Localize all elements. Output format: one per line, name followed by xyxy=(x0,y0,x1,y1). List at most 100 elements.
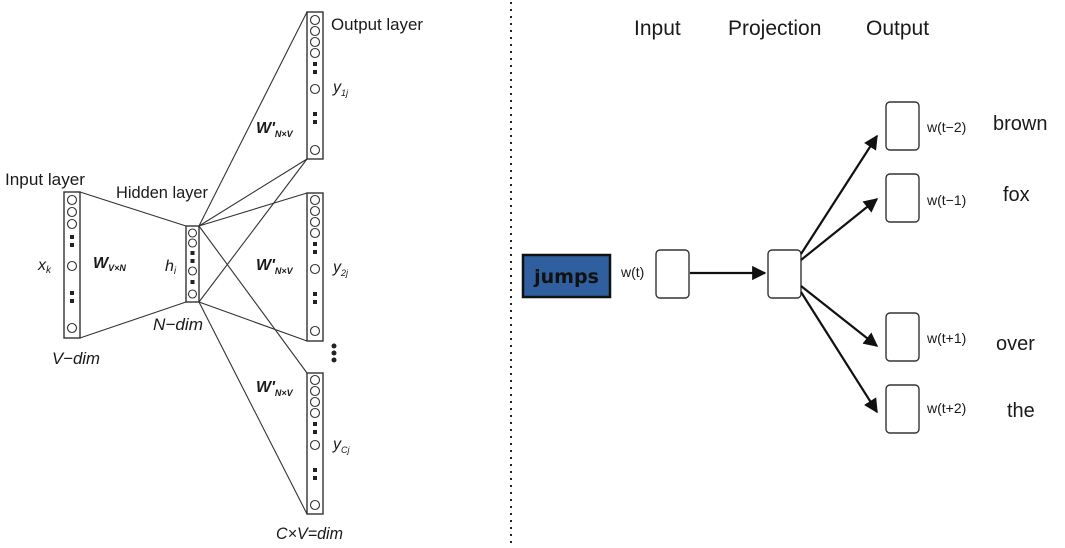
output-ellipsis-dot xyxy=(313,422,317,426)
output-node-1: w(t−2) brown xyxy=(885,101,1047,151)
input-word-label: jumps xyxy=(533,266,599,288)
w-input-main: W xyxy=(93,255,110,272)
x-k-label: xk xyxy=(37,257,52,276)
hidden-neuron xyxy=(187,289,198,299)
h-sub: i xyxy=(174,266,177,277)
w-output-label-1: W'N×V xyxy=(256,120,294,139)
w-output-label-2: W'N×V xyxy=(256,257,294,276)
w-output-sub: N×V xyxy=(275,129,294,139)
output-neuron xyxy=(309,499,321,511)
output-neuron xyxy=(309,385,321,397)
input-neuron xyxy=(66,194,78,206)
connection-lines xyxy=(79,11,308,515)
input-ellipsis-dot xyxy=(70,299,74,303)
w-input-label: WV×N xyxy=(93,255,126,273)
y1-sub: 1j xyxy=(341,88,349,98)
hidden-out2-bottom-line xyxy=(198,301,308,342)
hidden-out1-cross-line xyxy=(198,158,308,303)
hidden-outc-top-line xyxy=(198,225,308,374)
arrow-to-output-3 xyxy=(800,285,879,347)
output-node-label: w(t+2) xyxy=(926,400,966,416)
arrow-to-output-1 xyxy=(800,134,878,255)
ellipsis-dot xyxy=(331,350,337,356)
output-node-box xyxy=(885,384,920,434)
x-sub: k xyxy=(46,265,52,276)
input-node xyxy=(655,249,690,299)
output-ellipsis-dot xyxy=(313,120,317,124)
hidden-ellipsis-dot xyxy=(190,259,195,263)
output-neuron xyxy=(309,396,321,408)
ellipsis-dot xyxy=(331,343,337,349)
hidden-neuron xyxy=(187,266,198,276)
input-neuron xyxy=(66,260,78,272)
yc-main: y xyxy=(332,436,342,453)
output-ellipsis-dot xyxy=(313,430,317,434)
output-word: the xyxy=(1007,400,1035,422)
hidden-neuron xyxy=(187,228,198,238)
w-output-label-c: W'N×V xyxy=(256,379,294,398)
output-node-4: w(t+2) the xyxy=(885,384,1035,434)
hidden-layer-column xyxy=(185,225,200,303)
output-node-label: w(t−1) xyxy=(926,192,966,208)
output-panel-2 xyxy=(306,192,324,342)
hidden-out2-top-line xyxy=(198,192,308,227)
input-neuron xyxy=(66,322,78,334)
output-node-3: w(t+1) over xyxy=(885,312,1035,362)
output-panel-c xyxy=(306,372,324,515)
header-input: Input xyxy=(634,17,681,40)
input-layer-column xyxy=(63,191,81,339)
hidden-layer-label: Hidden layer xyxy=(116,183,208,202)
output-neuron xyxy=(309,374,321,386)
w-output-main: W' xyxy=(256,120,276,137)
w-output-main: W' xyxy=(256,379,276,396)
output-word: fox xyxy=(1003,184,1030,206)
output-neuron xyxy=(309,216,321,228)
output-node-2: w(t−1) fox xyxy=(885,173,1030,223)
x-label: x xyxy=(37,257,47,274)
w-output-sub: N×V xyxy=(275,266,294,276)
output-neuron xyxy=(309,83,321,95)
output-ellipsis-dot xyxy=(313,300,317,304)
output-node-label: w(t−2) xyxy=(926,119,966,135)
output-ellipsis-dot xyxy=(313,468,317,472)
input-hidden-bottom-line xyxy=(79,301,187,339)
input-ellipsis-dot xyxy=(70,243,74,247)
yc-label: yCj xyxy=(332,436,350,455)
output-neuron xyxy=(309,205,321,217)
right-skipgram-diagram: Input Projection Output jumps w(t) w(t−2… xyxy=(521,17,1047,434)
hidden-ellipsis-dot xyxy=(190,251,195,255)
input-neuron xyxy=(66,206,78,218)
output-neuron xyxy=(309,194,321,206)
yc-sub: Cj xyxy=(341,445,350,455)
y2-label: y2j xyxy=(332,259,349,278)
input-node-label: w(t) xyxy=(620,264,644,280)
output-neuron xyxy=(309,36,321,48)
output-layer-label: Output layer xyxy=(331,15,423,34)
header-projection: Projection xyxy=(728,17,821,40)
h-main: h xyxy=(165,258,174,275)
y2-sub: 2j xyxy=(340,268,349,278)
panels-ellipsis xyxy=(331,343,337,363)
y2-main: y xyxy=(332,259,342,276)
input-ellipsis-dot xyxy=(70,235,74,239)
hidden-out1-bottom-line xyxy=(198,158,308,227)
input-hidden-top-line xyxy=(79,191,187,227)
output-node-label: w(t+1) xyxy=(926,330,966,346)
output-word: over xyxy=(996,333,1035,355)
output-ellipsis-dot xyxy=(313,62,317,66)
y1-label: y1j xyxy=(332,79,349,98)
projection-node xyxy=(767,249,802,299)
output-neuron xyxy=(309,14,321,26)
output-ellipsis-dot xyxy=(313,250,317,254)
output-neuron xyxy=(309,47,321,59)
output-neuron xyxy=(309,439,321,451)
arrow-to-output-2 xyxy=(800,198,879,261)
output-node-box xyxy=(885,173,920,223)
hidden-ellipsis-dot xyxy=(190,280,195,284)
input-ellipsis-dot xyxy=(70,291,74,295)
output-neuron xyxy=(309,407,321,419)
output-ellipsis-dot xyxy=(313,112,317,116)
output-ellipsis-dot xyxy=(313,292,317,296)
output-ellipsis-dot xyxy=(313,70,317,74)
